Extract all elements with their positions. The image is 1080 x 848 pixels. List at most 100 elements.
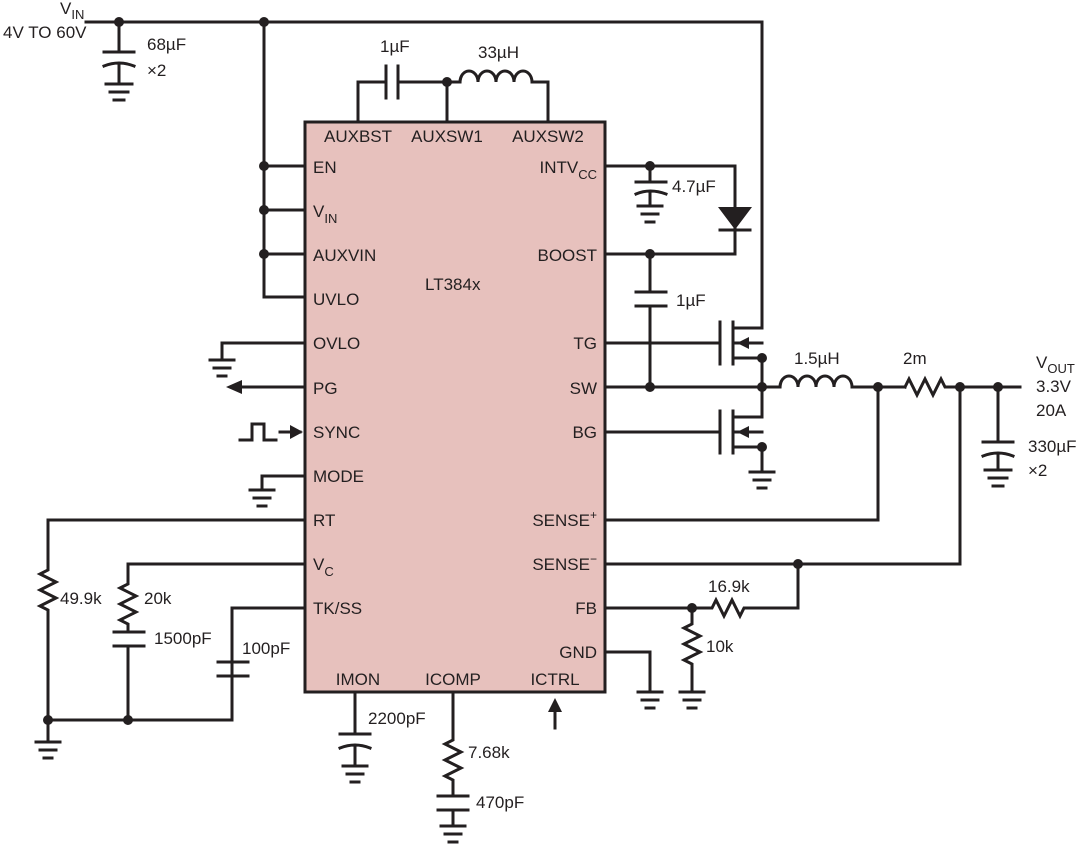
pin-label-mode: MODE (313, 467, 364, 486)
pin-label-vc: VC (313, 555, 334, 579)
rt-resistor (36, 518, 307, 722)
en-vin-auxvin-wires (262, 164, 307, 256)
mode-ground (248, 474, 307, 508)
pin-label-sw: SW (570, 379, 597, 398)
junction-dot (259, 249, 269, 259)
rt-ground (34, 718, 62, 760)
cout-value: 330µF (1028, 437, 1077, 456)
cout-mult: ×2 (1028, 461, 1047, 480)
left-misc (208, 341, 307, 508)
vc-network (112, 562, 307, 722)
top-fet-arrow (737, 337, 749, 349)
laux-value: 33µH (478, 43, 519, 62)
bottom-section: 2200pF 7.68k 470pF (338, 690, 562, 844)
sync-pulse (238, 422, 278, 442)
main-inductor (778, 374, 907, 389)
sense-resistor (902, 375, 1022, 399)
pin-label-tkss: TK/SS (313, 599, 362, 618)
pg-arrow (226, 380, 242, 394)
mosfet-section (603, 320, 782, 490)
pin-label-intvcc: INTVCC (539, 158, 597, 182)
intvcc-cap (634, 164, 668, 224)
vout-label: VOUT (1036, 353, 1075, 376)
vin-label: VIN (60, 0, 84, 22)
pin-label-uvlo: UVLO (313, 290, 359, 309)
output-cap (981, 385, 1015, 488)
sense-plus-wire (603, 385, 880, 522)
sync-arrow (290, 425, 303, 439)
junction-dot (259, 161, 269, 171)
vin-rail (84, 20, 764, 330)
aux-inductor (458, 69, 550, 124)
boost-wire (603, 226, 752, 256)
pin-label-senseminus: SENSE− (532, 552, 597, 574)
ricomp-value: 7.68k (468, 743, 510, 762)
boost-cap (634, 252, 668, 389)
pin-label-fb: FB (575, 599, 597, 618)
vout-current: 20A (1036, 401, 1067, 420)
pin-label-tg: TG (573, 334, 597, 353)
bg-gate (603, 409, 735, 455)
ovlo-ground (208, 341, 307, 378)
feedback-section: 16.9k 10k (603, 562, 800, 710)
ic-name: LT384x (425, 275, 481, 294)
output-section: 1.5µH 2m 330µF ×2 VOUT 3.3V 20A (603, 349, 1077, 569)
pin-label-vin: VIN (313, 202, 337, 226)
rsense-value: 2m (903, 349, 927, 368)
pin-label-ovlo: OVLO (313, 334, 360, 353)
cintvcc-value: 4.7µF (672, 177, 716, 196)
left-pin-labels: EN VIN AUXVIN UVLO OVLO PG SYNC MODE RT … (313, 158, 376, 618)
rfbbot-value: 10k (706, 637, 734, 656)
cimon-value: 2200pF (368, 709, 426, 728)
bottom-fet (731, 385, 776, 490)
aux-cap (356, 64, 462, 124)
pin-label-auxsw2: AUXSW2 (512, 127, 584, 146)
boost-diode (718, 207, 752, 230)
pin-label-en: EN (313, 158, 337, 177)
junction-dot (757, 353, 767, 363)
icomp-network (436, 690, 470, 844)
sense-minus-wire (603, 385, 962, 566)
pin-label-sync: SYNC (313, 423, 360, 442)
pin-label-gnd: GND (559, 643, 597, 662)
bottom-pin-labels: IMON ICOMP ICTRL (336, 670, 580, 689)
junction-dot (757, 442, 767, 452)
vout-voltage: 3.3V (1036, 377, 1072, 396)
junction-dot (645, 382, 655, 392)
ictrl-arrow (548, 698, 562, 712)
pin-label-bg: BG (572, 423, 597, 442)
cicomp-value: 470pF (476, 793, 524, 812)
cin-mult: ×2 (147, 61, 166, 80)
css-value: 100pF (242, 639, 290, 658)
pin-label-auxbst: AUXBST (324, 127, 392, 146)
boost-section: 4.7µF 1µF (603, 161, 752, 389)
bottom-fet-arrow (737, 426, 749, 438)
caux-value: 1µF (380, 37, 410, 56)
pin-label-boost: BOOST (537, 246, 597, 265)
imon-cap (338, 690, 372, 784)
rrt-value: 49.9k (60, 589, 102, 608)
fb-top-resistor (603, 562, 800, 620)
pin-label-ictrl: ICTRL (530, 670, 579, 689)
gnd-pin-wire (603, 650, 664, 710)
pin-label-rt: RT (313, 511, 335, 530)
pin-label-pg: PG (313, 379, 338, 398)
compensation-section: 49.9k 20k 1500pF 100pF (34, 518, 307, 760)
pin-label-senseplus: SENSE+ (532, 508, 597, 530)
junction-dot (259, 205, 269, 215)
right-pin-labels: INTVCC BOOST TG SW BG SENSE+ SENSE− FB G… (532, 158, 597, 662)
input-section: VIN 4V TO 60V 68µF ×2 (3, 0, 764, 330)
ic-body (303, 120, 607, 694)
pin-label-auxvin: AUXVIN (313, 246, 376, 265)
aux-section: 1µF 33µH (356, 37, 550, 124)
lmain-value: 1.5µH (794, 349, 840, 368)
cin-value: 68µF (147, 35, 186, 54)
top-pin-labels: AUXBST AUXSW1 AUXSW2 (324, 127, 584, 146)
cboost-value: 1µF (676, 291, 706, 310)
rfbtop-value: 16.9k (708, 577, 750, 596)
pin-label-auxsw1: AUXSW1 (411, 127, 483, 146)
pin-label-imon: IMON (336, 670, 380, 689)
cvc-value: 1500pF (154, 629, 212, 648)
fb-bottom-resistor (678, 606, 706, 710)
